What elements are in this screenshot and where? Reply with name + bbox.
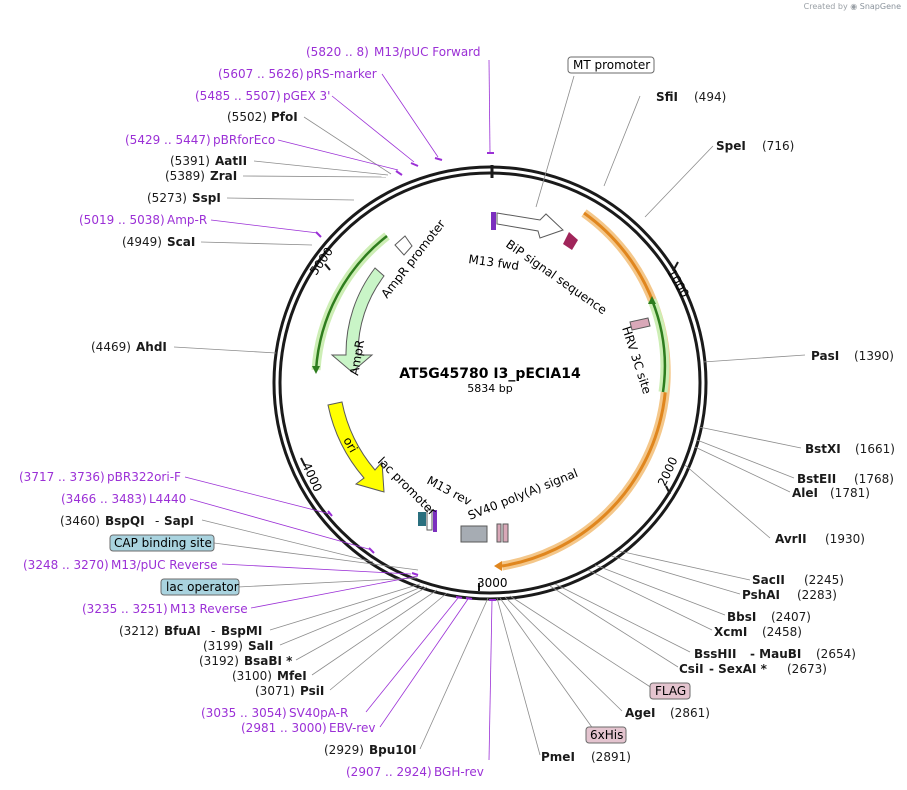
pbrforeco-label: (5429 .. 5447)pBRforEco [125,133,275,147]
label-ampr: AmpR [347,339,367,377]
credit-brand: SnapGene [859,2,901,11]
sfii-label: SfiI(494) [656,90,726,104]
pmei-label: PmeI(2891) [541,750,631,764]
bsteii-label: BstEII(1768) [797,472,894,486]
green-arc-left-head [312,366,320,374]
boxed-labels: MT promoter CAP binding site lac operato… [109,56,691,744]
tick-1000 [672,261,679,272]
label-cap: CAP binding site [114,536,212,550]
right-labels: SfiI(494) SpeI(716) PasI(1390) BstXI(166… [541,90,895,764]
orf-arc [501,211,668,568]
flag-box [649,682,691,700]
label-bip: BiP signal sequence [503,237,609,317]
label-hrv: HRV 3C site [619,325,654,396]
label-his: 6xHis [590,728,623,742]
label-flag: FLAG [655,684,686,698]
bip-feature [496,212,564,239]
lac-op-feature [426,509,433,531]
site-connectors [173,75,806,756]
scale-3000: 3000 [477,576,508,590]
l4440-label: (3466 .. 3483)L4440 [61,492,186,506]
tick-5000 [324,263,331,271]
m13-rev-mark [433,510,437,532]
csii-label: CsiI- SexAI *(2673) [679,662,827,676]
his-box [585,726,627,744]
pshai-label: PshAI(2283) [742,588,837,602]
mt-promoter-box [567,56,655,74]
flag-feature [496,523,502,543]
ampr-primer-label: (5019 .. 5038)Amp-R [79,213,207,227]
ahdi-label: (4469)AhdI [91,340,167,354]
m13-fwd-mark [491,212,496,230]
primer-connectors [184,59,493,761]
bsshii-label: BssHII- MauBI(2654) [694,647,856,661]
sali-label: (3199)SalI [203,639,273,653]
credit-prefix: Created by [803,2,848,11]
green-arc-left [314,235,388,371]
scai-label: (4949)ScaI [122,235,195,249]
bfuai-label: (3212)BfuAI-BspMI [119,624,262,638]
sv40pa-r-label: (3035 .. 3054)SV40pA-R [201,706,348,720]
left-labels: (5820 .. 8)M13/pUC Forward (5607 .. 5626… [19,45,484,779]
agei-label: AgeI(2861) [625,706,710,720]
bpu10i-label: (2929)Bpu10I [324,743,416,757]
ampr-feature [330,267,385,373]
sacii-label: SacII(2245) [752,573,844,587]
aatii-label: (5391)AatII [170,154,247,168]
ebv-rev-label: (2981 .. 3000)EBV-rev [241,721,375,735]
pasi-label: PasI(1390) [811,349,894,363]
bgh-rev-label: (2907 .. 2924)BGH-rev [346,765,484,779]
his-feature [502,523,509,543]
sspi-label: (5273)SspI [147,191,221,205]
bip-end-feature [563,232,578,250]
spei-label: SpeI(716) [716,139,794,153]
avrii-label: AvrII(1930) [775,532,865,546]
bbsi-label: BbsI(2407) [727,610,811,624]
pfoi-label: (5502)PfoI [227,110,298,124]
m13puc-fwd-label: (5820 .. 8)M13/pUC Forward [306,45,481,59]
prs-label: (5607 .. 5626)pRS-marker [218,67,377,81]
plasmid-length: 5834 bp [467,382,512,395]
bspqi-label: (3460)BspQI-SapI [60,514,194,528]
pbr322ori-label: (3717 .. 3736)pBR322ori-F [19,470,181,484]
label-ampr-promoter: AmpR promoter [378,217,448,301]
label-mt-promoter: MT promoter [573,58,650,72]
label-ori: ori [340,435,360,456]
scale-1000: 1000 [664,267,691,300]
sv40-feature [460,525,488,543]
snapgene-credit: Created by ◉ SnapGene [804,2,901,11]
tick-4000 [300,457,306,467]
label-m13-fwd: M13 fwd [468,252,520,273]
green-arc-right-head [648,296,656,304]
ampr-promoter-feature [394,235,413,256]
label-sv40: SV40 poly(A) signal [466,466,580,523]
scale-2000: 2000 [655,455,681,489]
lacop-box [160,578,240,596]
zrai-label: (5389)ZraI [165,169,237,183]
alei-label: AleI(1781) [792,486,870,500]
snapgene-logo-icon: ◉ [850,2,858,11]
green-arc-right [650,299,667,393]
orf-arc-head [494,561,502,571]
backbone-inner [278,171,702,595]
m13-reverse-label: (3235 .. 3251)M13 Reverse [82,602,248,616]
mfei-label: (3100)MfeI [232,669,307,683]
bstxi-label: BstXI(1661) [805,442,895,456]
bsabi-label: (3192)BsaBI * [199,654,293,668]
plasmid-name: AT5G45780 I3_pECIA14 [399,366,581,382]
ori-feature [327,401,385,493]
tick-2000 [665,485,671,495]
label-lacop: lac operator [166,580,239,594]
psii-label: (3071)PsiI [255,684,324,698]
xcmi-label: XcmI(2458) [714,625,802,639]
m13puc-rev-label: (3248 .. 3270)M13/pUC Reverse [23,558,218,572]
pgex-label: (5485 .. 5507)pGEX 3' [195,89,330,103]
cap-feature [418,512,426,526]
hrv-feature [629,317,651,331]
cap-box [109,534,215,552]
primer-marks [315,152,496,601]
